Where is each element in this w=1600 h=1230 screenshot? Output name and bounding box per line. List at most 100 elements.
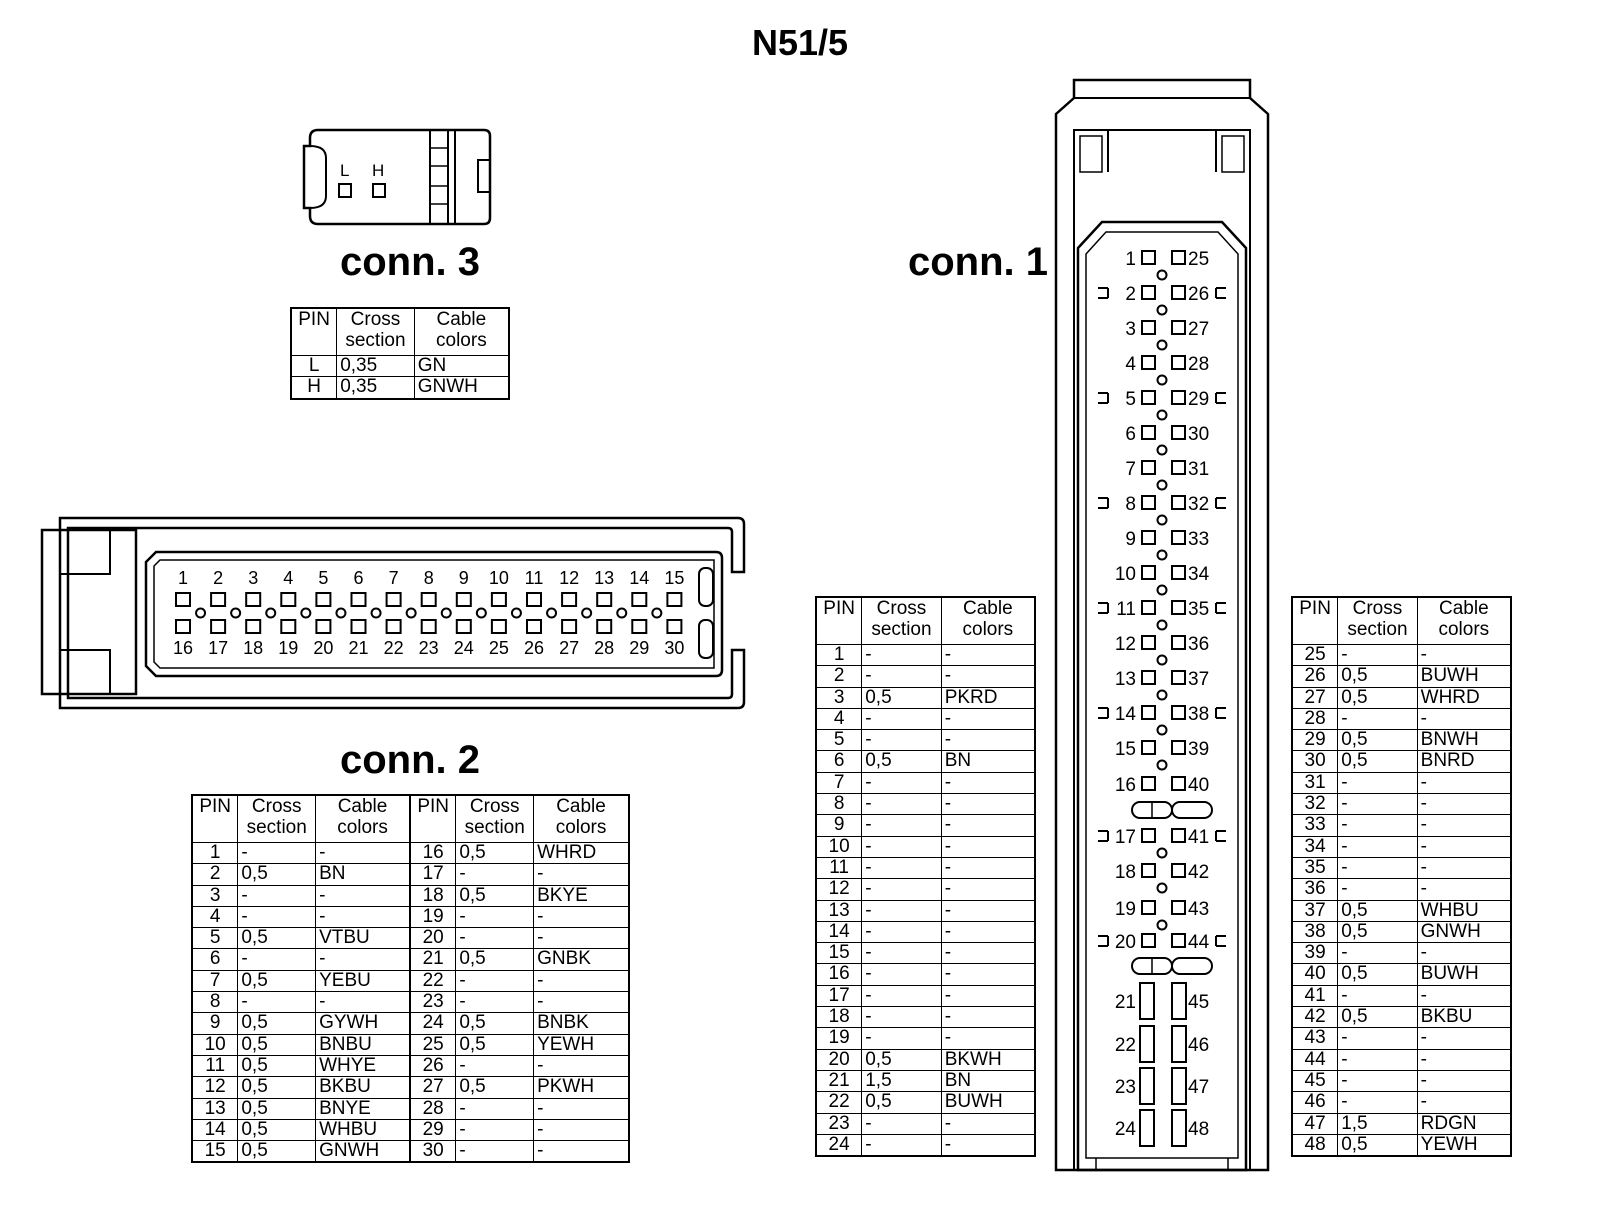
cross-section-cell: - (455, 991, 535, 1014)
cable-color-cell: - (1416, 814, 1512, 837)
pin-number-cell: 7 (191, 969, 239, 993)
table-row: 41-- (1291, 984, 1512, 1008)
conn1-power-socket (1171, 982, 1187, 1020)
conn2-pin-label: 9 (459, 568, 469, 588)
table-row: 7-- (815, 771, 1036, 795)
cross-section-cell: - (455, 1054, 535, 1078)
pin-number-cell: 6 (191, 948, 239, 971)
conn2-pin-label: 25 (489, 638, 509, 658)
pin-number-cell: 30 (1291, 750, 1339, 773)
conn2-pin-socket (350, 592, 367, 607)
table-row: 44-- (1291, 1048, 1512, 1071)
conn2-pin-label: 1 (178, 568, 188, 588)
cross-section-cell: - (1337, 1048, 1418, 1071)
pin-number-cell: 25 (1291, 643, 1339, 667)
conn1-pin-label: 10 (1115, 564, 1136, 585)
pin-number-cell: 18 (408, 884, 457, 907)
conn1-coding-dot (1156, 689, 1168, 701)
cable-color-cell: PKRD (940, 686, 1036, 709)
pin-number-cell: 7 (815, 771, 863, 795)
conn2-coding-dot (616, 607, 628, 619)
cross-section-cell: 0,5 (861, 750, 942, 773)
conn2-pin-socket (315, 592, 332, 607)
cross-section-cell: - (1337, 984, 1418, 1008)
pin-number-cell: 14 (191, 1118, 239, 1142)
conn3-pin-l (338, 183, 352, 198)
conn2-pin-label: 2 (213, 568, 223, 588)
cross-section-cell: - (237, 948, 317, 971)
conn1-pin-label: 24 (1115, 1119, 1137, 1140)
cross-section-cell: 0,5 (237, 927, 317, 950)
cable-color-cell: - (1416, 1069, 1512, 1093)
conn1-pin-latch (1098, 392, 1109, 404)
conn1-pin-label: 23 (1115, 1077, 1136, 1098)
cable-color-cell: - (940, 856, 1036, 880)
conn1-pin-socket (1141, 460, 1156, 475)
conn1-pin-latch (1215, 602, 1226, 614)
cable-color-cell: - (1416, 793, 1512, 816)
cable-color-cell: WHRD (1416, 686, 1512, 709)
conn1-pin-label: 6 (1125, 424, 1136, 445)
conn2-coding-dot (546, 607, 558, 619)
pin-number-cell: 17 (408, 863, 457, 886)
pin-number-cell: 12 (191, 1076, 239, 1099)
cross-section-cell: - (861, 665, 942, 688)
cross-section-cell: 0,5 (1337, 665, 1418, 688)
table-row: 25-- (1291, 643, 1512, 667)
pin-number-cell: 30 (408, 1140, 457, 1163)
pin-number-cell: 35 (1291, 856, 1339, 880)
cable-color-cell: - (533, 863, 630, 886)
pin-number-cell: 11 (191, 1054, 239, 1078)
conn2-coding-dot (440, 607, 452, 619)
conn1-pin-socket (1141, 635, 1156, 650)
conn1-coding-dot (1156, 339, 1168, 351)
conn1-pin-label: 40 (1188, 775, 1209, 796)
cross-section-cell: 0,5 (861, 686, 942, 709)
conn1-coding-dot (1156, 269, 1168, 281)
cross-section-cell: - (861, 899, 942, 922)
conn2-pin-label: 26 (524, 638, 544, 658)
cross-section-cell: - (455, 1118, 535, 1142)
pin-number-cell: 36 (1291, 878, 1339, 901)
pin-number-cell: L (290, 354, 338, 378)
cross-section-cell: 0,5 (455, 841, 535, 865)
cross-section-cell: - (861, 835, 942, 858)
table-row: 39-- (1291, 942, 1512, 965)
pin-number-cell: 20 (815, 1048, 863, 1071)
conn1-pin-label: 46 (1188, 1035, 1209, 1056)
conn2-pin-label: 3 (248, 568, 258, 588)
conn2-pin-socket (631, 619, 648, 634)
cable-color-cell: - (533, 969, 630, 993)
conn2-coding-dot (475, 607, 487, 619)
cable-color-cell: GNWH (1416, 920, 1512, 944)
pin-number-cell: 5 (191, 927, 239, 950)
table-row: 33-- (1291, 814, 1512, 837)
cross-section-cell: - (1337, 793, 1418, 816)
cross-section-cell: - (861, 984, 942, 1008)
cable-color-cell: BNBU (315, 1033, 411, 1056)
conn1-pin-label: 1 (1125, 249, 1136, 270)
conn1-pin-socket (1141, 250, 1156, 265)
cable-color-cell: BKBU (1416, 1006, 1512, 1029)
conn2-pin-label: 18 (243, 638, 263, 658)
conn1-pin-socket (1141, 828, 1156, 843)
table-row: 4--19-- (191, 905, 630, 929)
conn1-pin-socket (1171, 355, 1186, 370)
pin-number-cell: 24 (815, 1133, 863, 1157)
cross-section-cell: 0,5 (1337, 750, 1418, 773)
cross-section-cell: - (455, 1140, 535, 1163)
cross-section-cell: - (861, 942, 942, 965)
pin-number-cell: 16 (815, 963, 863, 986)
conn1-pin-latch (1098, 707, 1109, 719)
conn2-pin-socket (210, 619, 227, 634)
